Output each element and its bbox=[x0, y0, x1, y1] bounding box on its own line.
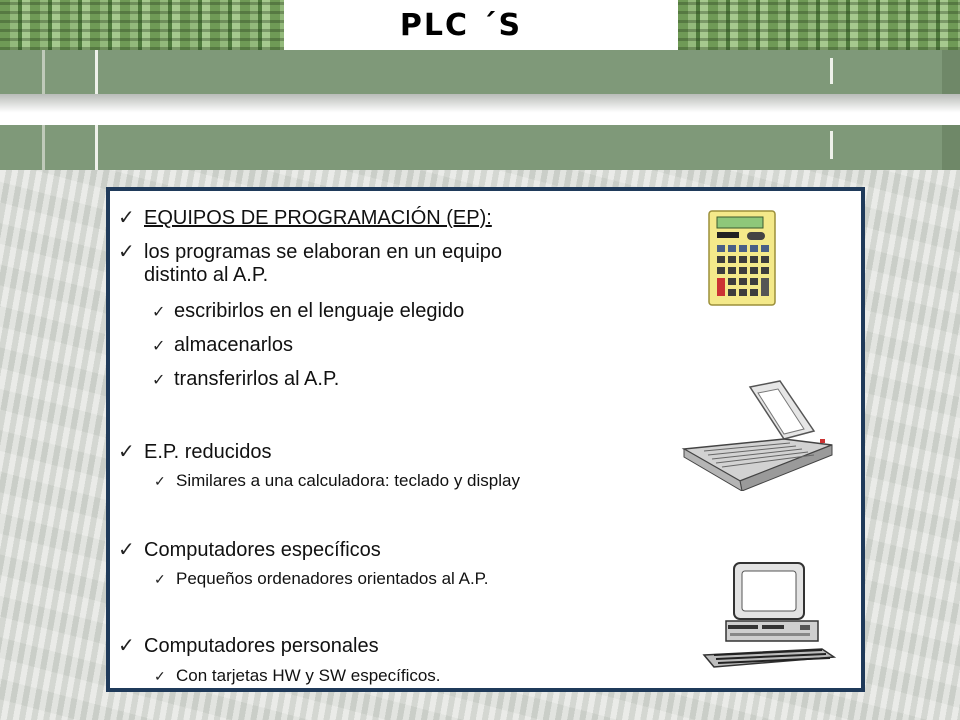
check-icon: ✓ bbox=[118, 539, 135, 561]
header-gap bbox=[0, 94, 960, 125]
sub-bullet-item: ✓almacenarlos bbox=[152, 334, 293, 356]
check-icon: ✓ bbox=[118, 441, 135, 463]
sub-bullet-item: ✓transferirlos al A.P. bbox=[152, 368, 340, 390]
bullet-item: ✓EQUIPOS DE PROGRAMACIÓN (EP): bbox=[118, 207, 492, 229]
check-icon: ✓ bbox=[118, 207, 135, 229]
sub-bullet-item: ✓Similares a una calculadora: teclado y … bbox=[154, 471, 520, 490]
check-icon: ✓ bbox=[118, 241, 135, 263]
circuit-board-strip-left bbox=[0, 0, 284, 50]
title-box: PLC ´S bbox=[284, 0, 678, 50]
check-icon: ✓ bbox=[152, 338, 166, 355]
content-panel: ✓EQUIPOS DE PROGRAMACIÓN (EP): ✓los prog… bbox=[106, 187, 865, 692]
bullet-item: ✓Computadores personales bbox=[118, 635, 379, 657]
check-icon: ✓ bbox=[154, 473, 166, 489]
bullet-item-continuation: distinto al A.P. bbox=[144, 264, 269, 286]
laptop-icon bbox=[681, 380, 833, 491]
check-icon: ✓ bbox=[118, 635, 135, 657]
check-icon: ✓ bbox=[154, 668, 166, 684]
check-icon: ✓ bbox=[152, 372, 166, 389]
calculator-icon bbox=[708, 210, 776, 306]
bullet-item: ✓los programas se elaboran en un equipo bbox=[118, 241, 503, 263]
bullet-item: ✓E.P. reducidos bbox=[118, 441, 272, 463]
road-band-bottom bbox=[0, 125, 960, 170]
slide-title: PLC ´S bbox=[399, 7, 523, 43]
check-icon: ✓ bbox=[154, 571, 166, 587]
sub-bullet-item: ✓Pequeños ordenadores orientados al A.P. bbox=[154, 569, 489, 588]
sub-bullet-item: ✓Con tarjetas HW y SW específicos. bbox=[154, 666, 441, 685]
road-band-top bbox=[0, 50, 960, 94]
sub-bullet-item: ✓escribirlos en el lenguaje elegido bbox=[152, 300, 465, 322]
bullet-item: ✓Computadores específicos bbox=[118, 539, 381, 561]
desktop-computer-icon bbox=[702, 562, 837, 668]
circuit-board-strip-right bbox=[678, 0, 960, 50]
check-icon: ✓ bbox=[152, 304, 166, 321]
